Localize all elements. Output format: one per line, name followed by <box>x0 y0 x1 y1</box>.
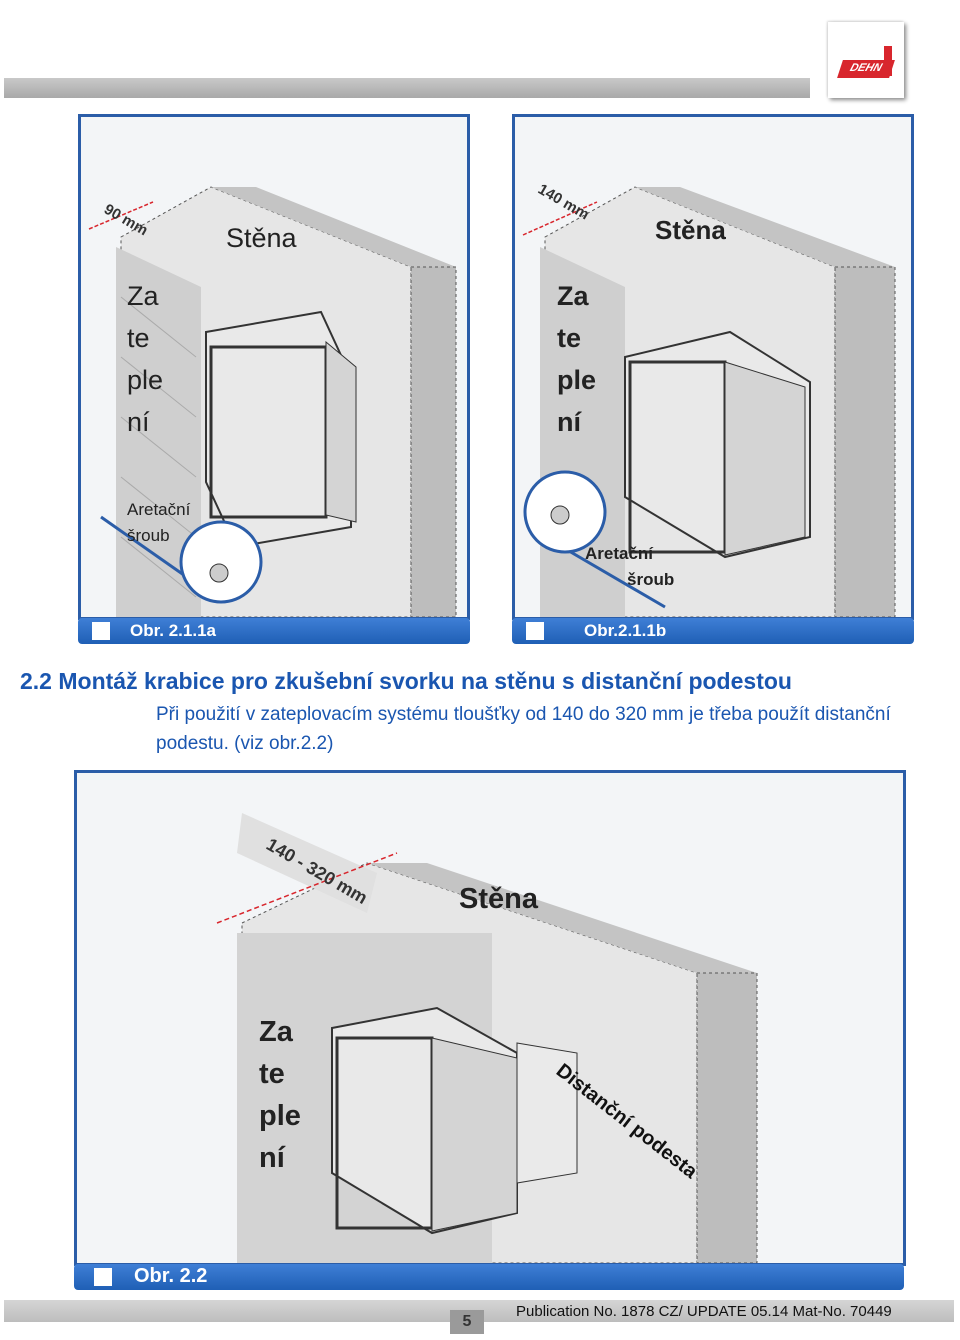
logo-text: DEHN <box>848 62 884 74</box>
figure-a-illustration: 90 mm Stěna Za te ple ní Aretační šroub <box>88 186 457 618</box>
wall-label: Stěna <box>459 883 539 915</box>
insulation-line-2: te <box>127 323 150 353</box>
caption-text: Obr. 2.1.1a <box>130 621 216 640</box>
insulation-line-1: Za <box>259 1016 294 1048</box>
section-heading: 2.2 Montáž krabice pro zkušební svorku n… <box>20 668 792 694</box>
wall-label: Stěna <box>655 215 726 245</box>
insulation-line-1: Za <box>127 281 159 311</box>
insulation-line-4: ní <box>557 407 582 437</box>
figure-b-illustration: 140 mm Stěna Za te ple ní Aretační šroub <box>522 181 896 618</box>
caption-marker <box>526 622 544 640</box>
publication-info: Publication No. 1878 CZ/ UPDATE 05.14 Ma… <box>516 1303 892 1320</box>
screw-label-line-1: Aretační <box>585 544 654 563</box>
caption-text: Obr. 2.2 <box>134 1265 208 1287</box>
dehn-logo: DEHN <box>828 22 904 98</box>
insulation-line-2: te <box>259 1058 285 1090</box>
caption-text: Obr.2.1.1b <box>584 621 667 640</box>
insulation-line-3: ple <box>259 1100 301 1132</box>
screw-label-line-2: šroub <box>127 526 170 545</box>
page-number: 5 <box>450 1310 484 1334</box>
figure-a-caption: Obr. 2.1.1a <box>78 618 470 644</box>
figure-b-panel: 140 mm Stěna Za te ple ní Aretační šroub <box>512 114 914 620</box>
logo-flag: DEHN <box>837 60 895 78</box>
figure-c-caption: Obr. 2.2 <box>74 1264 904 1290</box>
insulation-line-2: te <box>557 323 581 353</box>
insulation-line-4: ní <box>127 407 150 437</box>
wall-label: Stěna <box>226 223 298 253</box>
figure-b-caption: Obr.2.1.1b <box>512 618 914 644</box>
screw-label-line-1: Aretační <box>127 500 191 519</box>
figure-a-panel: 90 mm Stěna Za te ple ní Aretační šroub <box>78 114 470 620</box>
insulation-line-3: ple <box>557 365 596 395</box>
header-bar <box>4 78 810 98</box>
insulation-line-3: ple <box>127 365 163 395</box>
screw-label-line-2: šroub <box>627 570 674 589</box>
insulation-line-1: Za <box>557 281 589 311</box>
figure-c-panel: 140 - 320 mm Stěna Za te ple ní Distančn… <box>74 770 906 1266</box>
section-paragraph: Při použití v zateplovacím systému tlouš… <box>156 704 891 754</box>
caption-marker <box>94 1268 112 1286</box>
figure-c-illustration: 140 - 320 mm Stěna Za te ple ní Distančn… <box>216 813 758 1264</box>
caption-marker <box>92 622 110 640</box>
insulation-line-4: ní <box>259 1142 286 1174</box>
